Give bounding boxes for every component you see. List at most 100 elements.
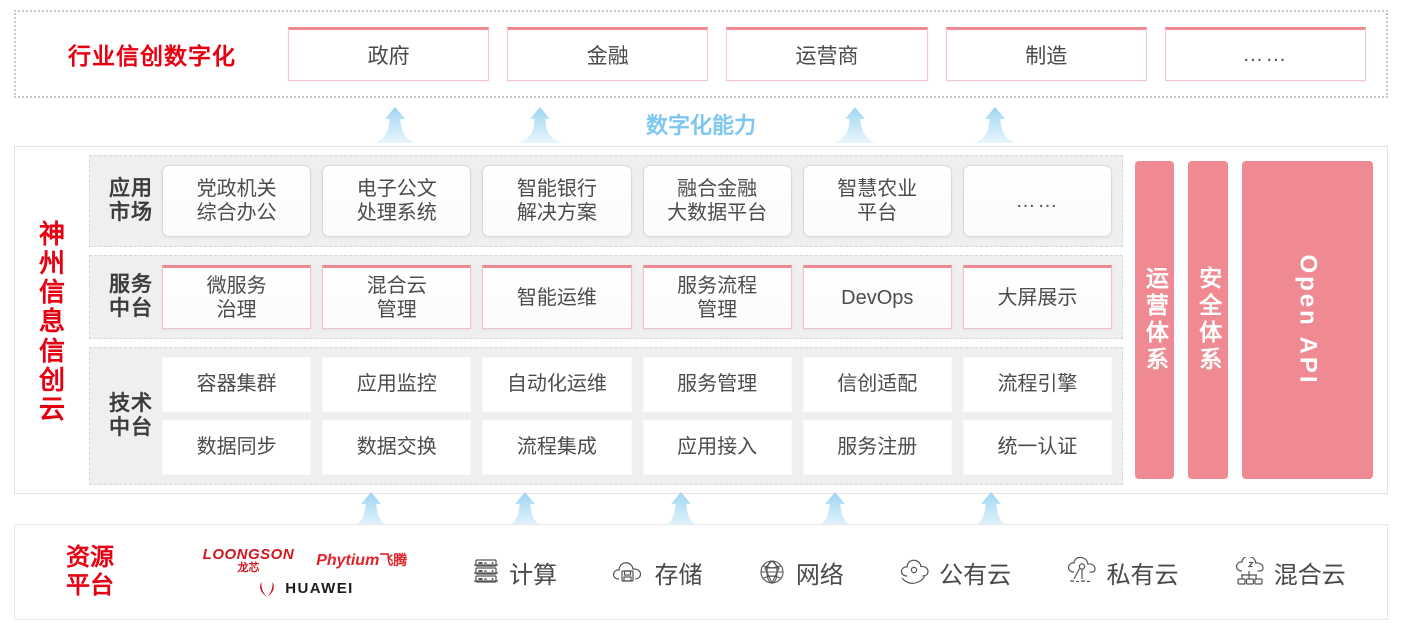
- cell-line: 大数据平台: [667, 202, 768, 224]
- cell-line: 处理系统: [356, 202, 437, 224]
- cell-line: 服务流程: [677, 274, 758, 297]
- pillar-operations-system[interactable]: 运营体系: [1135, 161, 1175, 479]
- tech-cell-service-registry[interactable]: 服务注册: [802, 420, 952, 475]
- industry-card-more[interactable]: ……: [1164, 27, 1367, 81]
- layer-label-line: 技术: [109, 392, 153, 416]
- pillar-open-api[interactable]: Open API: [1241, 161, 1373, 479]
- cell-line: 融合金融: [677, 177, 758, 200]
- tech-cell-app-access[interactable]: 应用接入: [642, 420, 792, 475]
- resource-item-hybrid-cloud[interactable]: 混合云: [1233, 555, 1346, 590]
- cell-line: 智能银行: [516, 177, 597, 200]
- network-globe-icon: [760, 560, 784, 585]
- layer-label-service-platform: 服务 中台: [100, 273, 162, 321]
- tech-cell-process-engine[interactable]: 流程引擎: [962, 357, 1113, 412]
- loongson-name: LOONGSON: [202, 545, 295, 563]
- service-cell-smart-ops[interactable]: 智能运维: [482, 265, 632, 329]
- pillar-operations-label: 运营体系: [1142, 266, 1169, 374]
- phytium-name: Phytium: [316, 552, 380, 569]
- resource-item-label: 公有云: [939, 561, 1012, 589]
- tech-cell-process-integration[interactable]: 流程集成: [482, 420, 632, 475]
- resource-item-label: 存储: [654, 561, 703, 589]
- layer-label-line: 服务: [109, 273, 153, 297]
- tech-cell-unified-auth[interactable]: 统一认证: [962, 420, 1113, 475]
- tech-cell-xinchuang-adaptation[interactable]: 信创适配: [802, 357, 952, 412]
- industry-band-title: 行业信创数字化: [68, 43, 236, 69]
- layer-label-line: 中台: [109, 416, 153, 439]
- industry-card-finance[interactable]: 金融: [507, 27, 709, 81]
- service-cell-hybrid-cloud-mgmt[interactable]: 混合云 管理: [322, 265, 472, 329]
- phytium-name-cn: 飞腾: [379, 552, 408, 568]
- cloud-title-char: 创: [38, 364, 65, 395]
- phytium-logo: Phytium 飞腾: [316, 550, 407, 570]
- resource-item-storage[interactable]: 存储: [611, 555, 702, 590]
- hybrid-cloud-icon: [1235, 557, 1264, 585]
- industry-card-government[interactable]: 政府: [288, 27, 490, 81]
- tech-cell-data-exchange[interactable]: 数据交换: [322, 420, 472, 475]
- service-cell-dashboard[interactable]: 大屏展示: [962, 265, 1113, 329]
- capability-arrow-strip: 数字化能力: [0, 100, 1402, 145]
- up-arrow-icon: [348, 490, 394, 530]
- tech-cell-container-cluster[interactable]: 容器集群: [162, 357, 312, 412]
- service-cell-process-mgmt[interactable]: 服务流程 管理: [642, 265, 792, 329]
- resource-title-line: 资源: [66, 543, 114, 571]
- resource-item-label: 私有云: [1106, 561, 1179, 589]
- resource-item-network[interactable]: 网络: [757, 555, 844, 590]
- pillar-open-api-label: Open API: [1294, 254, 1322, 386]
- layer-label-line: 市场: [109, 201, 153, 224]
- pillar-security-label: 安全体系: [1195, 266, 1222, 374]
- pillar-security-system[interactable]: 安全体系: [1188, 161, 1228, 479]
- cell-line: 平台: [857, 202, 898, 224]
- cloud-title-char: 神: [38, 219, 65, 250]
- resource-platform-title: 资源 平台: [15, 544, 165, 601]
- cloud-title-char: 信: [38, 277, 65, 308]
- app-cell-smart-agriculture[interactable]: 智慧农业 平台: [802, 165, 952, 237]
- tech-cell-automated-ops[interactable]: 自动化运维: [482, 357, 632, 412]
- app-cell-finance-bigdata[interactable]: 融合金融 大数据平台: [642, 165, 792, 237]
- tech-cell-service-mgmt[interactable]: 服务管理: [642, 357, 792, 412]
- industry-card-telecom[interactable]: 运营商: [726, 27, 928, 81]
- resource-item-label: 混合云: [1273, 561, 1346, 589]
- cell-line: 解决方案: [516, 202, 597, 224]
- tech-row-2: 数据同步 数据交换 流程集成 应用接入 服务注册 统一认证: [162, 420, 1113, 475]
- cell-line: 电子公文: [356, 177, 437, 200]
- cloud-title-char: 息: [38, 306, 65, 337]
- resource-item-label: 计算: [509, 561, 558, 589]
- cloud-pillars: 运营体系 安全体系 Open API: [1131, 147, 1387, 493]
- app-cell-edoc-system[interactable]: 电子公文 处理系统: [322, 165, 472, 237]
- industry-band: 行业信创数字化 政府 金融 运营商 制造 ……: [14, 10, 1388, 98]
- tech-cell-data-sync[interactable]: 数据同步: [162, 420, 312, 475]
- tech-platform-grid: 容器集群 应用监控 自动化运维 服务管理 信创适配 流程引擎 数据同步 数据交换…: [162, 357, 1113, 475]
- tech-cell-app-monitoring[interactable]: 应用监控: [322, 357, 472, 412]
- app-cell-more[interactable]: ……: [962, 165, 1113, 237]
- cloud-platform-box: 神 州 信 息 信 创 云 应用 市场 党政机关 综合办公: [14, 146, 1388, 494]
- service-cell-devops[interactable]: DevOps: [802, 265, 952, 329]
- resource-item-label: 网络: [795, 561, 844, 589]
- service-platform-cells: 微服务 治理 混合云 管理 智能运维 服务流程 管理 DevOps 大屏展示: [162, 265, 1113, 329]
- cloud-layers: 应用 市场 党政机关 综合办公 电子公文 处理系统 智能银行 解决方案: [89, 147, 1131, 493]
- resource-arrow-strip: [0, 492, 1402, 528]
- cloud-platform-title: 神 州 信 息 信 创 云: [15, 147, 89, 493]
- up-arrow-icon: [372, 105, 418, 145]
- cell-line: 微服务: [206, 274, 267, 297]
- resource-item-compute[interactable]: 计算: [472, 555, 557, 590]
- cell-line: 综合办公: [196, 202, 277, 224]
- resource-item-private-cloud[interactable]: 私有云: [1065, 555, 1178, 590]
- resource-item-public-cloud[interactable]: 公有云: [898, 555, 1011, 590]
- up-arrow-icon: [972, 105, 1018, 145]
- industry-card-manufacturing[interactable]: 制造: [945, 27, 1147, 81]
- cell-line: 管理: [697, 299, 738, 321]
- cell-line: 混合云: [366, 274, 427, 297]
- cloud-title-char: 云: [38, 393, 65, 424]
- vendor-row-bottom: HUAWEI: [256, 580, 353, 598]
- cell-line: 管理: [376, 299, 417, 321]
- app-cell-smart-bank[interactable]: 智能银行 解决方案: [482, 165, 632, 237]
- private-cloud-icon: [1068, 557, 1097, 583]
- app-cell-gov-office[interactable]: 党政机关 综合办公: [162, 165, 312, 237]
- cloud-title-char: 州: [38, 248, 65, 279]
- layer-service-platform: 服务 中台 微服务 治理 混合云 管理 智能运维 服务流程 管理: [89, 255, 1123, 339]
- loongson-logo: LOONGSON 龙芯: [203, 547, 295, 574]
- service-cell-microservice-governance[interactable]: 微服务 治理: [162, 265, 312, 329]
- cell-line: 智慧农业: [837, 177, 918, 200]
- industry-card-list: 政府 金融 运营商 制造 ……: [288, 27, 1386, 81]
